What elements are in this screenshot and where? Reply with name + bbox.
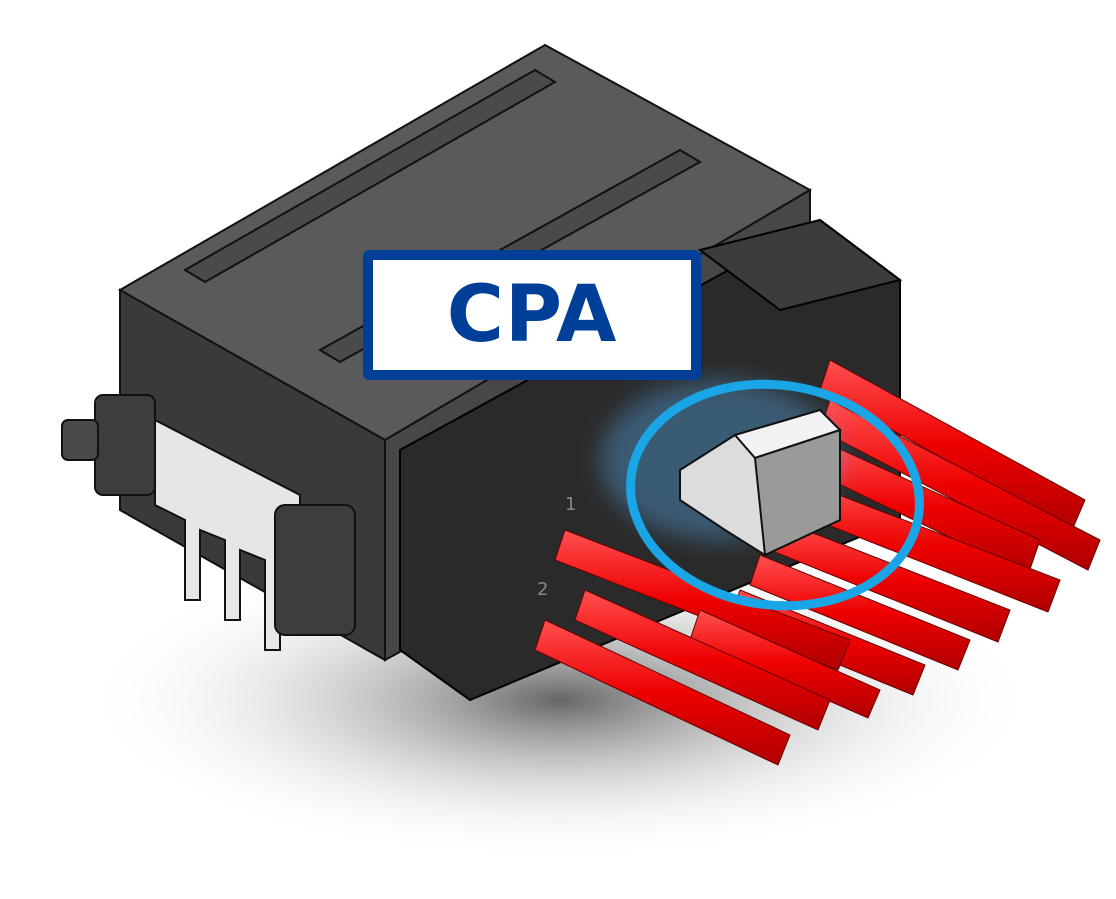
- wires: [534, 359, 1101, 766]
- cpa-label-box: CPA: [363, 250, 701, 380]
- pin-marking-1: 1: [565, 494, 576, 515]
- cpa-highlight-ring: [626, 379, 924, 611]
- peg-left: [94, 394, 156, 496]
- cpa-label-text: CPA: [446, 270, 618, 360]
- peg-right: [274, 504, 356, 636]
- pin-marking-2: 2: [537, 579, 548, 600]
